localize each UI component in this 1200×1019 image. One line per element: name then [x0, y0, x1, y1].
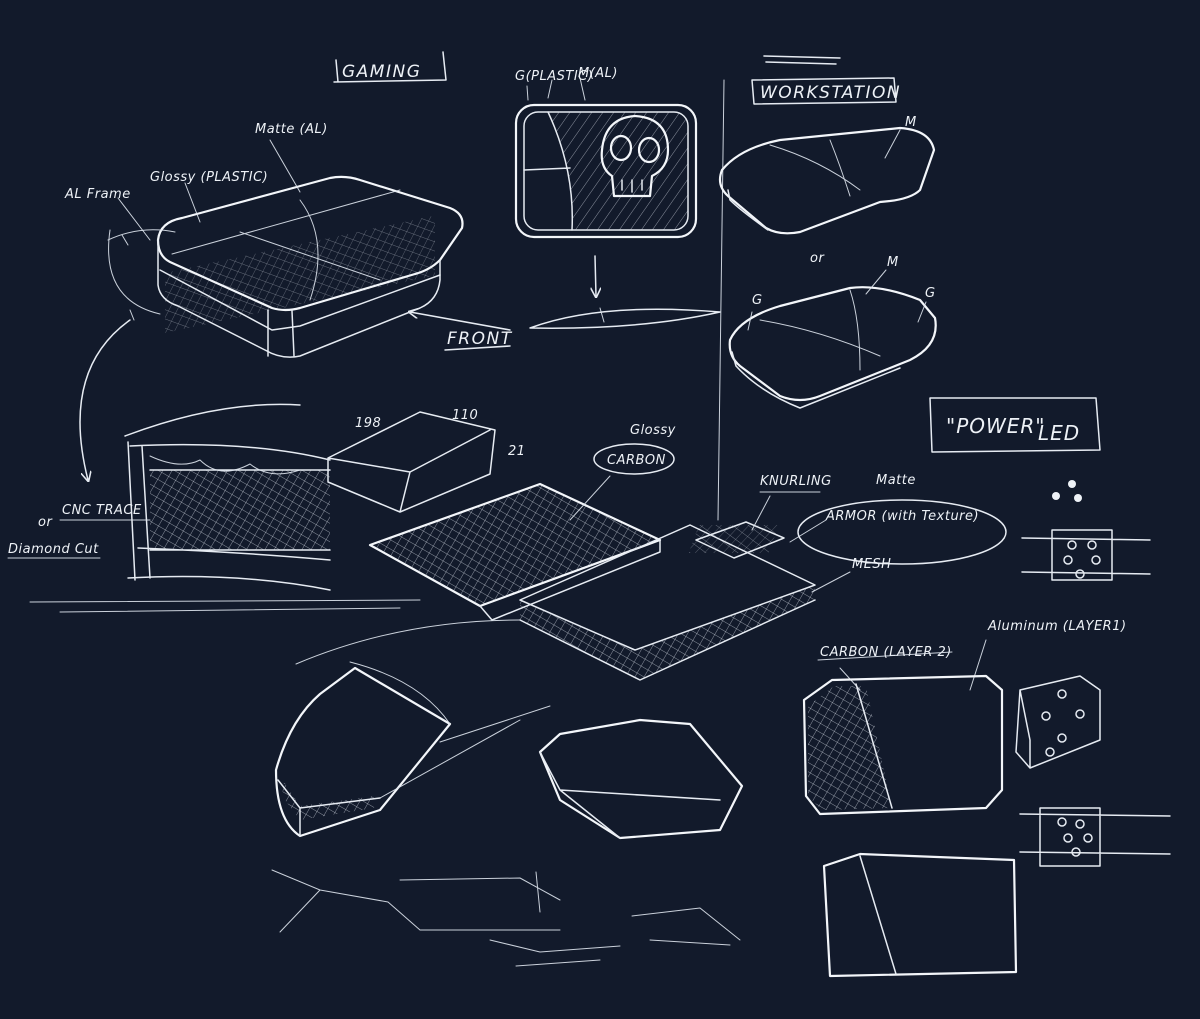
matte-al-label: Matte (AL) — [255, 122, 328, 137]
power-led-sketch: "POWER" LED — [929, 397, 1151, 581]
skull-panel-sketch: G(PLASTIC) M(AL) — [514, 66, 721, 329]
workstation-label: WORKSTATION — [760, 83, 901, 103]
glossy-plastic-label: Glossy (PLASTIC) — [150, 170, 268, 185]
dim-21-label: 21 — [508, 444, 526, 459]
knurling-label: KNURLING — [760, 474, 832, 489]
m-label-lower: M — [887, 255, 899, 270]
workstation-sketch: WORKSTATION M or M G G — [717, 55, 937, 521]
m-al-label: M(AL) — [578, 66, 618, 81]
gaming-title: GAMING — [333, 51, 447, 83]
front-label: FRONT — [447, 329, 513, 349]
g-label-left: G — [752, 293, 763, 308]
dim-110-label: 110 — [452, 408, 478, 423]
aluminum-layer1-label: Aluminum (LAYER1) — [987, 619, 1127, 634]
matte-label: Matte — [876, 473, 916, 488]
g-plastic-label: G(PLASTIC) — [515, 69, 593, 84]
m-label-upper: M — [905, 115, 917, 130]
or-label-workstation: or — [810, 251, 825, 266]
g-label-right: G — [925, 286, 936, 301]
armor-label: ARMOR (with Texture) — [825, 509, 979, 524]
lower-right-panels: CARBON (LAYER 2) Aluminum (LAYER1) — [802, 619, 1171, 978]
side-profile-sketch: 198 110 21 CNC TRACE or Diamond Cut — [7, 319, 526, 613]
skull-icon — [600, 114, 670, 198]
layered-plates-sketch: Glossy CARBON KNURLING Matte ARMOR (with… — [368, 423, 1007, 681]
glossy-label: Glossy — [630, 423, 676, 438]
diamond-cut-label: Diamond Cut — [8, 542, 99, 557]
led-label: LED — [1038, 421, 1080, 445]
mesh-label: MESH — [852, 557, 891, 572]
gaming-box-sketch: Matte (AL) Glossy (PLASTIC) AL Frame FRO… — [64, 122, 513, 358]
or-label-cnc: or — [38, 515, 53, 530]
gaming-label: GAMING — [342, 62, 421, 82]
lower-sketches — [271, 619, 744, 967]
power-label: "POWER" — [946, 414, 1046, 438]
carbon-label: CARBON — [607, 453, 666, 468]
cnc-trace-label: CNC TRACE — [62, 503, 142, 518]
carbon-layer2-label: CARBON (LAYER 2) — [820, 645, 952, 660]
dim-198-label: 198 — [355, 416, 381, 431]
al-frame-label: AL Frame — [64, 187, 131, 202]
